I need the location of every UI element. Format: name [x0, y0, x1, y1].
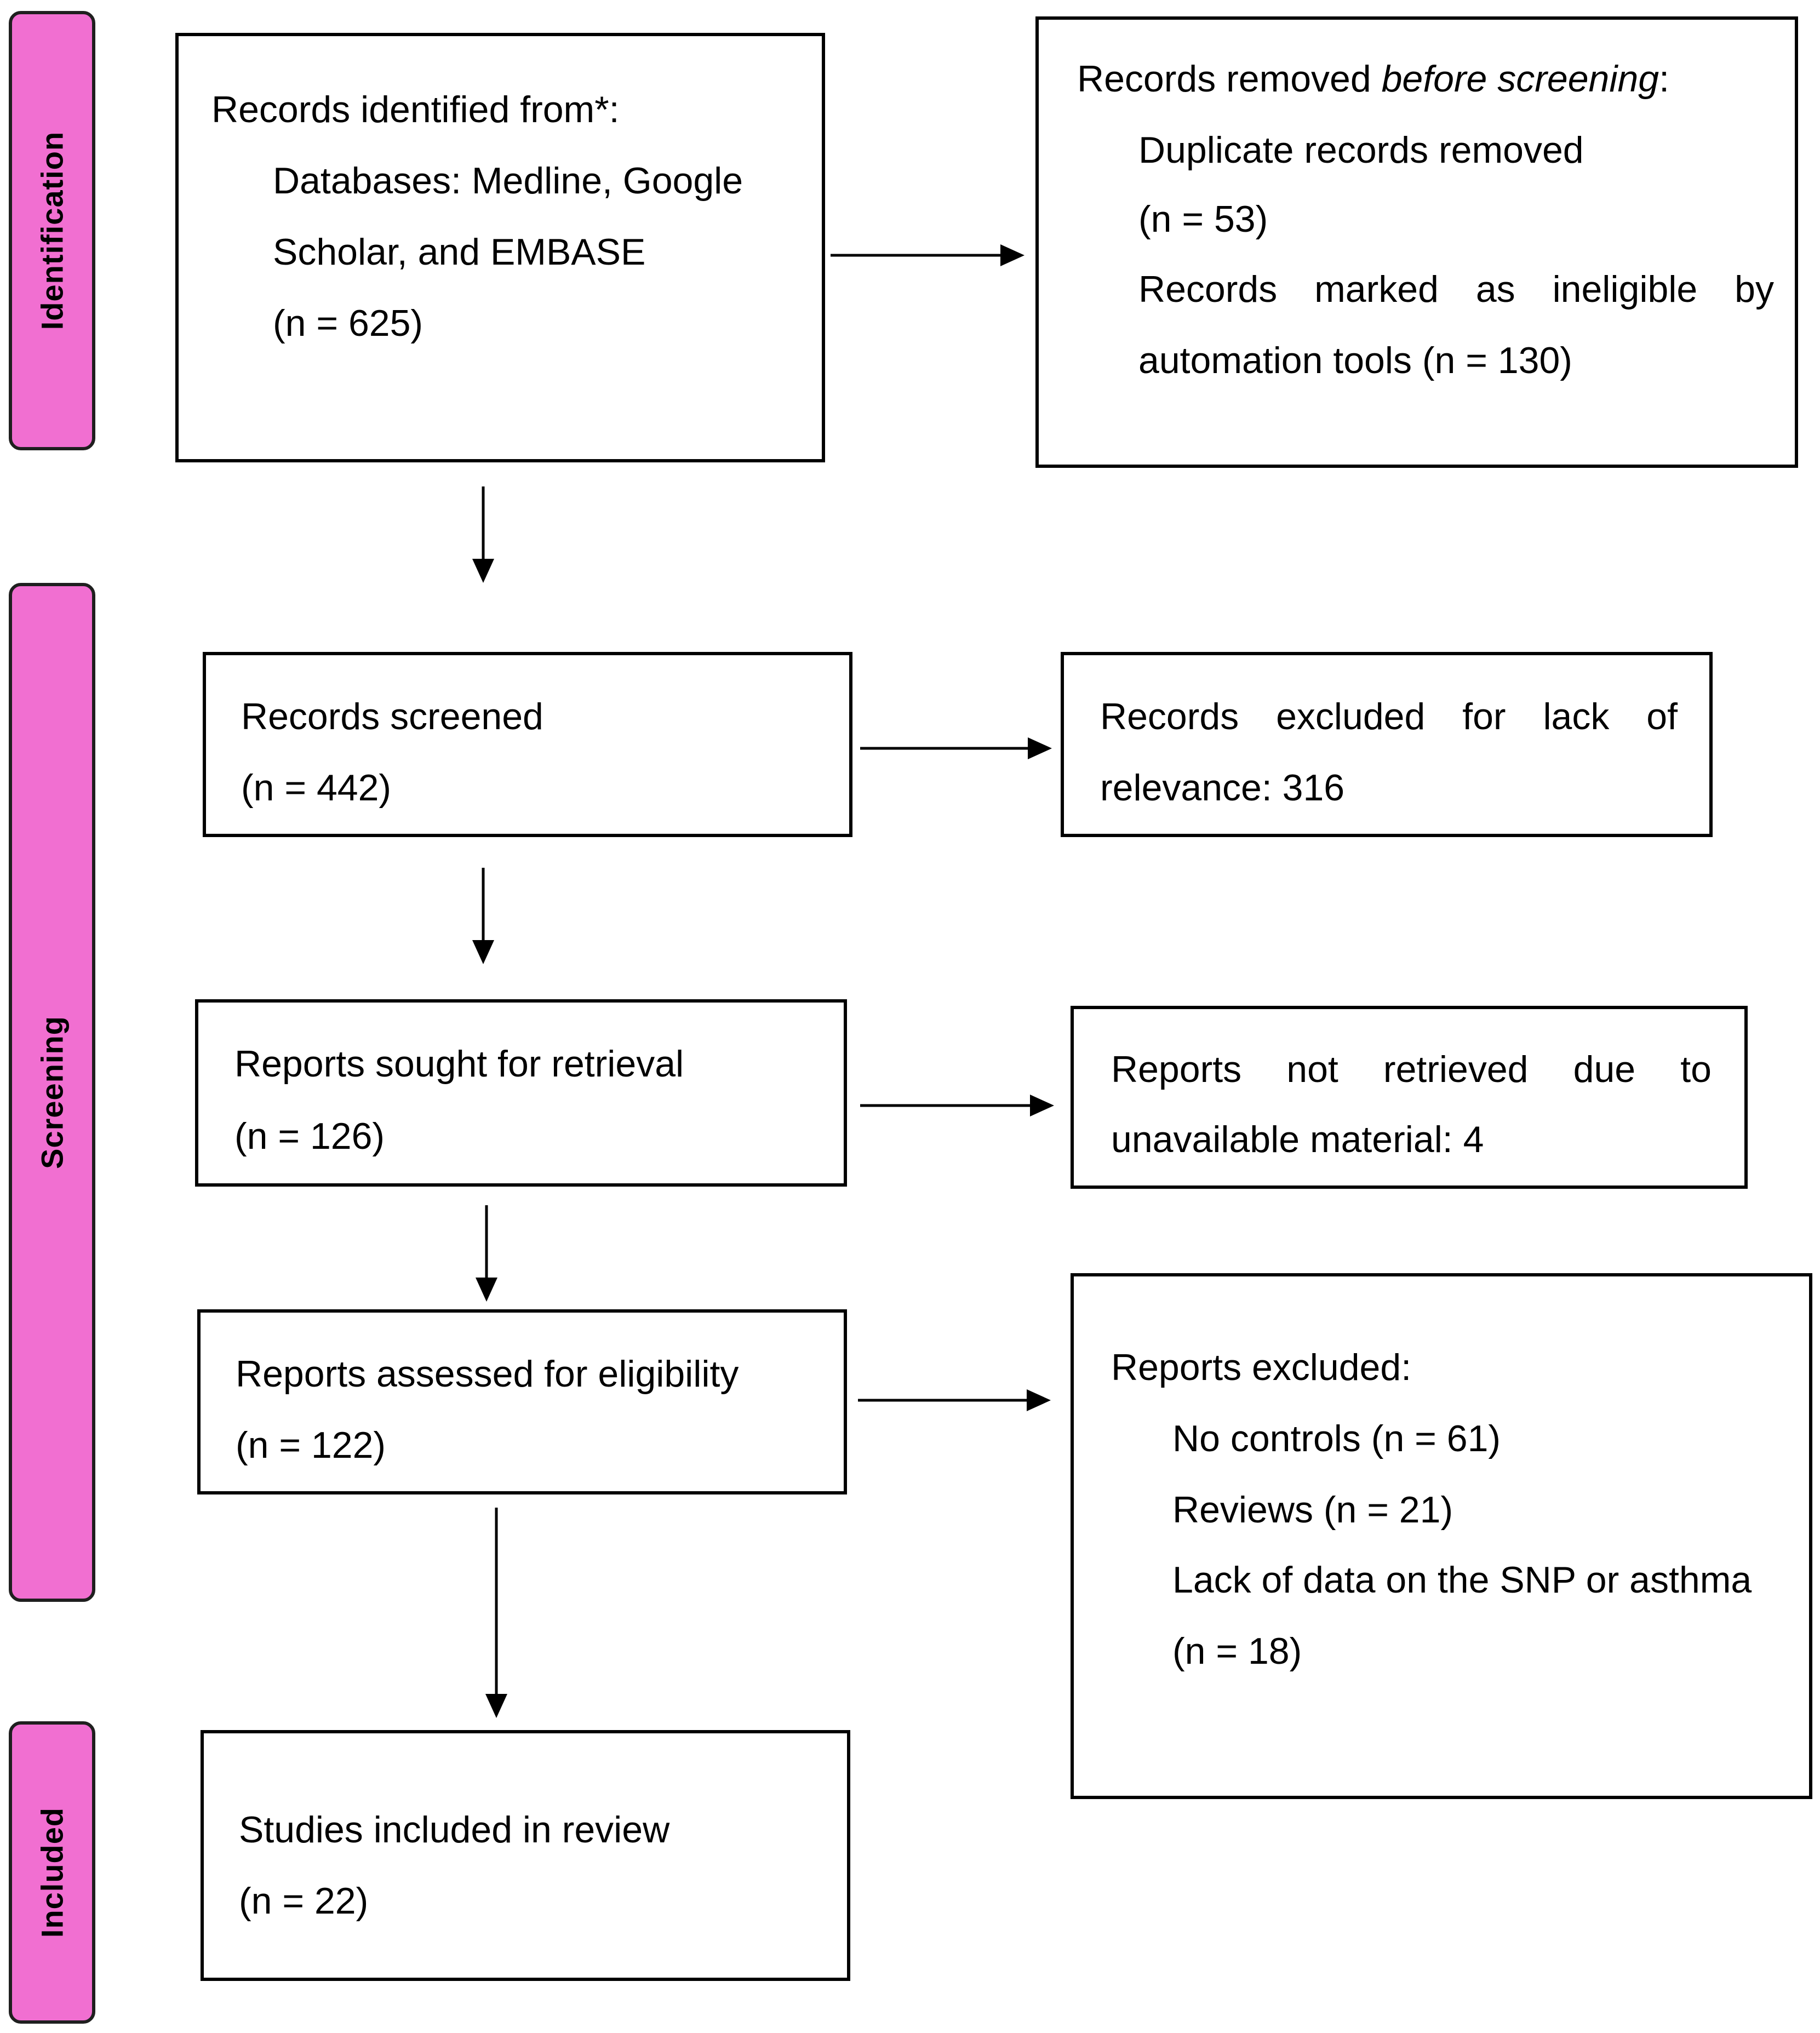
automation-word: ineligible: [1552, 268, 1698, 310]
records-identified-count: (n = 625): [273, 302, 423, 344]
records-excluded-word: Records: [1100, 696, 1239, 737]
reports-assessed-label: Reports assessed for eligibility: [236, 1353, 739, 1395]
reports-not-retrieved-box: Reports not retrieved due to unavailable…: [1071, 1006, 1748, 1189]
arrow-screened-to-sought: [472, 868, 494, 964]
records-excluded-word: excluded: [1276, 696, 1426, 737]
arrow-assessed-to-excluded: [858, 1389, 1051, 1411]
arrow-identified-to-removed: [831, 244, 1025, 266]
records-removed-heading-suffix: :: [1659, 58, 1670, 100]
reports-sought-count: (n = 126): [234, 1115, 385, 1157]
reports-excluded-heading: Reports excluded:: [1111, 1347, 1412, 1388]
arrow-screened-to-excluded: [860, 737, 1052, 759]
records-screened-label: Records screened: [241, 696, 543, 737]
records-identified-heading: Records identified from*:: [211, 89, 620, 130]
records-excluded-line1: Records excluded for lack of: [1100, 698, 1678, 735]
not-retrieved-word: retrieved: [1383, 1049, 1529, 1090]
automation-word: Records: [1138, 268, 1278, 310]
records-excluded-line2: relevance: 316: [1100, 767, 1345, 809]
reports-not-retrieved-line2: unavailable material: 4: [1111, 1119, 1484, 1160]
records-removed-box: Records removed before screening: Duplic…: [1035, 16, 1798, 468]
records-removed-heading: Records removed before screening:: [1077, 60, 1669, 98]
automation-line2: automation tools (n = 130): [1138, 340, 1572, 381]
records-removed-heading-prefix: Records removed: [1077, 58, 1382, 100]
not-retrieved-word: to: [1680, 1049, 1712, 1090]
lack-of-data-count: (n = 18): [1172, 1630, 1302, 1672]
records-excluded-word: for: [1462, 696, 1506, 737]
arrow-assessed-to-included: [485, 1508, 507, 1718]
arrow-identified-to-screened: [472, 486, 494, 583]
records-screened-box: Records screened (n = 442): [203, 652, 852, 837]
automation-word: marked: [1314, 268, 1439, 310]
reports-excluded-box: Reports excluded: No controls (n = 61) R…: [1071, 1273, 1812, 1799]
automation-word: as: [1475, 268, 1515, 310]
records-excluded-word: of: [1646, 696, 1678, 737]
reviews-item: Reviews (n = 21): [1172, 1489, 1453, 1531]
records-identified-box: Records identified from*: Databases: Med…: [175, 33, 825, 462]
duplicate-records-label: Duplicate records removed: [1138, 129, 1584, 171]
studies-included-box: Studies included in review (n = 22): [201, 1730, 850, 1981]
reports-assessed-count: (n = 122): [236, 1424, 386, 1466]
duplicate-records-count: (n = 53): [1138, 198, 1268, 240]
automation-word: by: [1735, 268, 1774, 310]
reports-not-retrieved-line1: Reports not retrieved due to: [1111, 1051, 1712, 1088]
records-identified-databases-line1: Databases: Medline, Google: [273, 160, 743, 202]
not-retrieved-word: due: [1573, 1049, 1636, 1090]
not-retrieved-word: Reports: [1111, 1049, 1242, 1090]
automation-line1: Records marked as ineligible by: [1138, 271, 1774, 308]
phase-included: Included: [9, 1721, 95, 2024]
studies-included-label: Studies included in review: [239, 1809, 670, 1851]
records-excluded-box: Records excluded for lack of relevance: …: [1061, 652, 1713, 837]
reports-assessed-box: Reports assessed for eligibility (n = 12…: [197, 1309, 847, 1494]
records-identified-databases-line2: Scholar, and EMBASE: [273, 231, 646, 273]
reports-sought-box: Reports sought for retrieval (n = 126): [195, 999, 847, 1187]
records-removed-heading-italic: before screening: [1381, 58, 1659, 100]
reports-sought-label: Reports sought for retrieval: [234, 1043, 684, 1085]
not-retrieved-word: not: [1286, 1049, 1338, 1090]
lack-of-data-item: Lack of data on the SNP or asthma: [1172, 1559, 1752, 1601]
arrow-sought-to-not-retrieved: [860, 1095, 1054, 1116]
phase-identification: Identification: [9, 11, 95, 450]
studies-included-count: (n = 22): [239, 1880, 369, 1922]
phase-screening: Screening: [9, 583, 95, 1602]
arrow-sought-to-assessed: [476, 1205, 497, 1302]
no-controls-item: No controls (n = 61): [1172, 1418, 1501, 1459]
records-excluded-word: lack: [1543, 696, 1610, 737]
records-screened-count: (n = 442): [241, 767, 392, 809]
